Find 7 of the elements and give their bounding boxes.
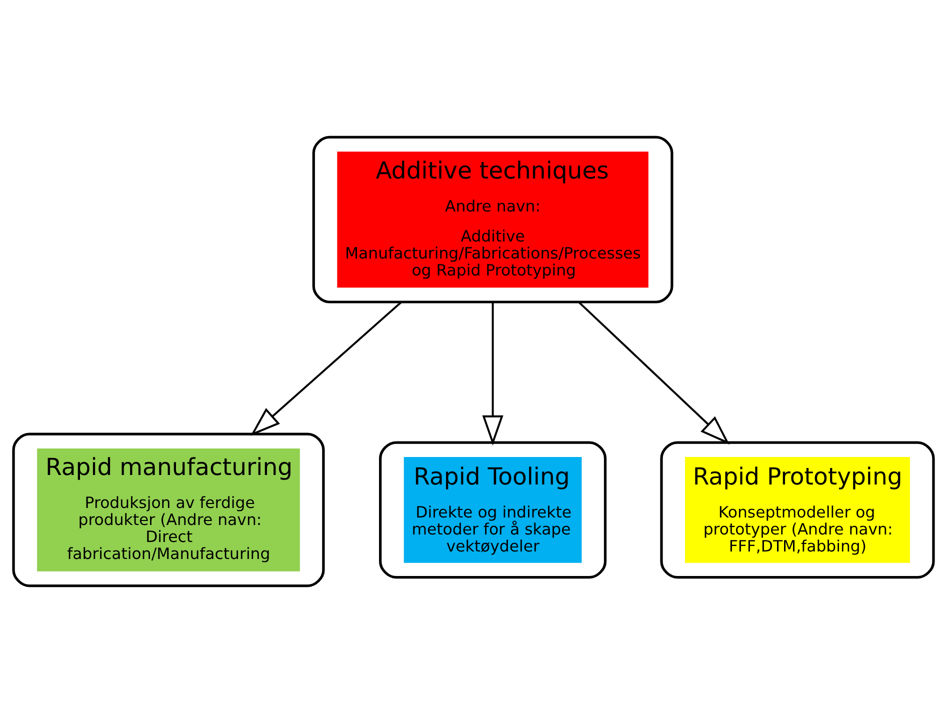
node-box: Rapid Tooling Direkte og indirekte metoder for å skape vektøydeler [379,440,607,578]
arrow [578,301,730,444]
arrow [482,302,504,445]
node-box: Rapid manufacturing Produksjon av ferdige produkter (Andre navn: Direct fabrication/Manufacturing [12,432,325,587]
node-box: Rapid Prototyping Konseptmodeller og prototyper (Andre navn: FFF,DTM,fabbing) [660,440,935,578]
arrow [250,300,402,436]
node-box: Additive techniques Andre navn: Additive Manufacturing/Fabrications/Processes og Rapid Prototyping [312,135,674,303]
